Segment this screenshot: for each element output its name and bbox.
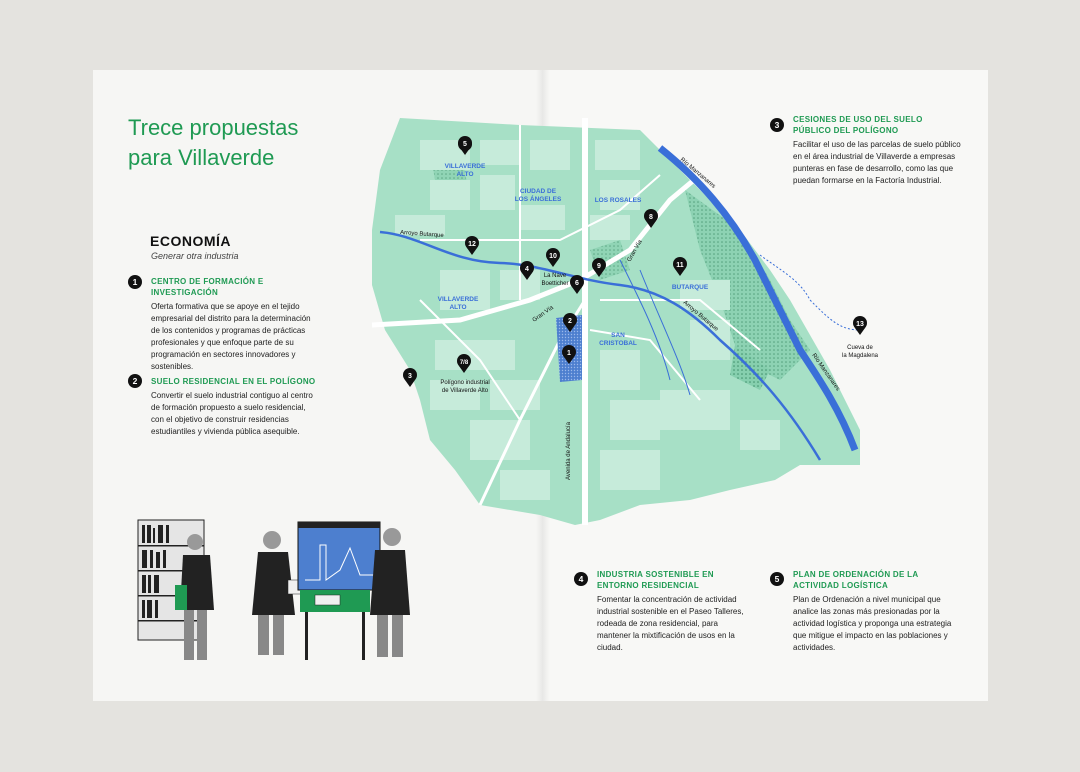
district-label: CIUDAD DE <box>520 188 557 195</box>
item-2-body: Convertir el suelo industrial contiguo a… <box>151 391 313 436</box>
item-4-title: INDUSTRIA SOSTENIBLE EN ENTORNO RESIDENC… <box>597 570 714 590</box>
marker-icon[interactable]: 12 <box>465 236 479 255</box>
item-2: SUELO RESIDENCIAL EN EL POLÍGONO Convert… <box>151 376 316 438</box>
arroyo-butarque-river <box>379 230 822 461</box>
section-subtitle: Generar otra industria <box>151 251 239 261</box>
marker-icon[interactable]: 7/8 <box>457 354 471 373</box>
item-4: INDUSTRIA SOSTENIBLE EN ENTORNO RESIDENC… <box>597 569 747 654</box>
marker-icon[interactable]: 1 <box>562 345 576 364</box>
map-markers: 5 12 10 4 6 9 8 11 2 1 3 7/8 13 <box>403 136 867 387</box>
marker-icon[interactable]: 5 <box>458 136 473 158</box>
svg-text:9: 9 <box>597 263 601 270</box>
district-label: ALTO <box>449 304 466 311</box>
item-3-title: CESIONES DE USO DEL SUELO PÚBLICO DEL PO… <box>793 115 923 135</box>
district-label: VILLAVERDE <box>445 163 486 170</box>
people-illustration <box>137 519 410 660</box>
svg-text:13: 13 <box>856 321 864 328</box>
district-label: BUTARQUE <box>672 284 709 291</box>
secondary-stream <box>639 269 691 396</box>
presentation-screen <box>297 521 381 591</box>
dashed-path <box>759 254 861 331</box>
svg-text:12: 12 <box>468 241 476 248</box>
marker-icon[interactable]: 13 <box>853 316 867 335</box>
green-book <box>175 585 187 610</box>
district-label: ALTO <box>456 171 473 178</box>
item-1: CENTRO DE FORMACIÓN E INVESTIGACIÓN Ofer… <box>151 276 316 373</box>
svg-text:1: 1 <box>567 350 571 357</box>
secondary-stream <box>619 259 671 381</box>
marker-icon[interactable]: 3 <box>403 368 417 387</box>
place-label: la Magdalena <box>842 353 879 359</box>
item-4-number: 4 <box>574 572 588 586</box>
district-labels: VILLAVERDE ALTO CIUDAD DE LOS ÁNGELES LO… <box>438 163 709 347</box>
svg-text:6: 6 <box>575 280 579 287</box>
person-head <box>187 534 203 550</box>
district-label: CRISTOBAL <box>599 340 637 347</box>
district-label: VILLAVERDE <box>438 296 479 303</box>
city-blocks <box>395 140 780 500</box>
district-label: LOS ÁNGELES <box>515 194 562 203</box>
marker-icon[interactable]: 4 <box>520 261 534 280</box>
marker-icon[interactable]: 6 <box>570 275 584 294</box>
svg-text:11: 11 <box>676 262 684 269</box>
svg-text:2: 2 <box>568 318 572 325</box>
place-label: Cueva de <box>847 345 873 351</box>
page-title: Trece propuestas para Villaverde <box>128 113 328 173</box>
item-2-number: 2 <box>128 374 142 388</box>
title-line-2: para Villaverde <box>128 145 275 170</box>
item-5: PLAN DE ORDENACIÓN DE LA ACTIVIDAD LOGÍS… <box>793 569 958 654</box>
district-label: SAN <box>611 332 625 339</box>
marker-icon[interactable]: 9 <box>592 258 606 277</box>
svg-text:10: 10 <box>549 253 557 260</box>
rio-manzanares-river <box>657 145 859 452</box>
svg-text:5: 5 <box>463 141 467 148</box>
place-label: Boetticher <box>541 281 568 287</box>
person-body <box>180 555 214 610</box>
item-3: CESIONES DE USO DEL SUELO PÚBLICO DEL PO… <box>793 114 963 187</box>
item-1-body: Oferta formativa que se apoye en el teji… <box>151 302 311 371</box>
item-3-body: Facilitar el uso de las parcelas de suel… <box>793 140 961 185</box>
item-5-title: PLAN DE ORDENACIÓN DE LA ACTIVIDAD LOGÍS… <box>793 570 919 590</box>
road-label: Avenida de Andalucía <box>566 421 572 480</box>
item-1-number: 1 <box>128 275 142 289</box>
marker-icon[interactable]: 10 <box>546 248 560 267</box>
item-5-number: 5 <box>770 572 784 586</box>
item-2-title: SUELO RESIDENCIAL EN EL POLÍGONO <box>151 377 316 386</box>
svg-text:8: 8 <box>649 214 653 221</box>
place-label: La Nave <box>544 273 567 279</box>
place-label: de Villaverde Alto <box>442 388 489 394</box>
district-label: LOS ROSALES <box>595 197 642 204</box>
item-4-body: Fomentar la concentración de actividad i… <box>597 595 744 652</box>
title-line-1: Trece propuestas <box>128 115 299 140</box>
marker-icon[interactable]: 2 <box>563 313 577 332</box>
item-3-number: 3 <box>770 118 784 132</box>
marker-icon[interactable]: 11 <box>673 257 687 276</box>
river-label: Arroyo Butarque <box>400 230 445 239</box>
svg-text:4: 4 <box>525 266 529 273</box>
svg-text:3: 3 <box>408 373 412 380</box>
section-title: ECONOMÍA <box>150 233 231 249</box>
marker-icon[interactable]: 8 <box>644 209 658 228</box>
item-1-title: CENTRO DE FORMACIÓN E INVESTIGACIÓN <box>151 277 264 297</box>
item-5-body: Plan de Ordenación a nivel municipal que… <box>793 595 952 652</box>
svg-text:7/8: 7/8 <box>460 360 469 366</box>
park-area <box>685 190 810 380</box>
place-label: Polígono industrial <box>440 380 489 386</box>
